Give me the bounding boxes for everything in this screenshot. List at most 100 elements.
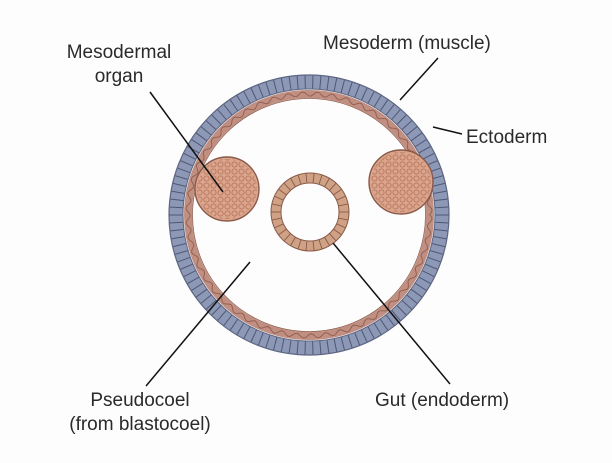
ectoderm-cell-wall — [360, 87, 368, 101]
gut-cell-wall — [278, 228, 287, 236]
ectoderm-cell-wall — [367, 90, 375, 104]
ectoderm-cell-wall — [367, 326, 375, 340]
ectoderm-cell-wall — [272, 336, 278, 351]
label-mesodermal-organ-line2: organ — [94, 66, 144, 87]
mesoderm-layer — [184, 90, 434, 340]
ectoderm-cell-wall — [379, 99, 389, 112]
ectoderm-cell-wall — [250, 87, 258, 101]
ectoderm-cell-wall — [179, 263, 194, 270]
ectoderm-cell-wall — [265, 81, 271, 96]
ectoderm-cell-wall — [319, 75, 322, 90]
ectoderm-cell-wall — [433, 190, 448, 195]
ectoderm-cell-wall — [326, 76, 330, 91]
ectoderm-cell-wall — [373, 322, 382, 336]
leader-lines — [145, 57, 463, 387]
ectoderm-cell-wall — [421, 152, 435, 160]
ectoderm-cell-wall — [414, 138, 428, 148]
ectoderm-cell-wall — [434, 221, 449, 224]
ectoderm-cell-wall — [333, 338, 338, 353]
ectoderm-cell-wall — [216, 309, 227, 322]
gut-cell-wall — [338, 217, 349, 221]
gut-cell-wall — [333, 188, 342, 196]
gut-cell-wall — [312, 240, 315, 251]
ectoderm-cell-wall — [410, 132, 423, 142]
ectoderm-cell-wall — [169, 221, 184, 224]
ectoderm-cell-wall — [434, 206, 449, 209]
ectoderm-cell-wall — [172, 243, 187, 248]
ectoderm-cell-wall — [195, 288, 208, 298]
ectoderm-cell-wall — [205, 119, 217, 131]
ectoderm-cell-wall — [434, 198, 449, 202]
label-mesodermal-organ: Mesodermal organ — [54, 41, 184, 89]
gut-cell-wall — [318, 174, 323, 185]
ectoderm-cell-wall — [288, 76, 292, 91]
leader-line-mesodermal-organ — [149, 91, 224, 193]
label-mesodermal-organ-line1: Mesodermal — [66, 42, 172, 63]
ectoderm-cell-wall — [296, 75, 299, 90]
mesodermal-organ-right — [368, 149, 434, 215]
ectoderm-cell-wall — [169, 206, 184, 209]
ectoderm-cell-wall — [340, 79, 346, 94]
ectoderm-cell-wall — [391, 108, 402, 121]
ectoderm-cell-wall — [186, 276, 200, 285]
gut-cell-wall — [318, 239, 323, 250]
label-mesoderm-muscle: Mesoderm (muscle) — [323, 33, 491, 54]
ectoderm-cell-wall — [410, 288, 423, 298]
ectoderm-cell-wall — [379, 318, 389, 331]
label-pseudocoel-line2: (from blastocoel) — [69, 414, 211, 435]
ectoderm-cell-wall — [205, 299, 217, 311]
ectoderm-cell-wall — [340, 336, 346, 351]
gut-cell-divisions — [271, 173, 349, 251]
ectoderm-cell-wall — [172, 182, 187, 187]
ectoderm-cell-wall — [280, 338, 285, 353]
ectoderm-cell-wall — [169, 228, 184, 232]
ectoderm-cell-wall — [401, 299, 413, 311]
ectoderm-cell-wall — [418, 145, 432, 154]
gut-cell-wall — [271, 217, 282, 221]
label-pseudocoel: Pseudocoel (from blastocoel) — [40, 389, 240, 437]
ectoderm-cell-wall — [421, 270, 435, 278]
ectoderm-cell-wall — [319, 340, 322, 355]
leader-line-ectoderm — [432, 126, 463, 135]
ectoderm-cell-wall — [257, 332, 264, 346]
gut-cell-wall — [297, 239, 302, 250]
ectoderm-outer-edge — [168, 74, 450, 356]
ectoderm-cell-wall — [250, 329, 258, 343]
gut-cell-wall — [305, 173, 308, 184]
gut-cell-wall — [333, 228, 342, 236]
ectoderm-cell-wall — [195, 132, 208, 142]
gut-cell-wall — [283, 233, 291, 242]
gut-cell-wall — [324, 178, 330, 188]
ectoderm-cell-wall — [429, 250, 444, 255]
ectoderm-cell-wall — [391, 309, 402, 322]
ectoderm-cell-wall — [265, 334, 271, 349]
ectoderm-cell-wall — [414, 282, 428, 292]
ectoderm-cell-wall — [431, 243, 446, 248]
gut-cell-wall — [336, 223, 346, 229]
ectoderm-cell-wall — [296, 340, 299, 355]
gut-cell-wall — [290, 236, 296, 246]
ectoderm-cell-divisions — [169, 75, 449, 355]
ectoderm-cell-wall — [211, 114, 222, 125]
ectoderm-cell-wall — [354, 332, 361, 346]
ectoderm-cell-wall — [396, 305, 407, 316]
gut-cell-wall — [278, 188, 287, 196]
ectoderm-cell-wall — [431, 182, 446, 187]
ectoderm-cell-wall — [236, 94, 245, 108]
ectoderm-cell-wall — [280, 77, 285, 92]
ectoderm-cell-wall — [385, 314, 395, 327]
ectoderm-cell-wall — [229, 318, 239, 331]
mesoderm-inner-edge — [192, 98, 426, 332]
gut-cell-wall — [324, 236, 330, 246]
ectoderm-cell-wall — [169, 198, 184, 202]
ectoderm-cell-wall — [179, 160, 194, 167]
ectoderm-cell-wall — [243, 326, 251, 340]
ectoderm-cell-wall — [236, 322, 245, 336]
ectoderm-cell-wall — [229, 99, 239, 112]
leader-line-mesoderm-muscle — [399, 57, 439, 101]
ectoderm-cell-wall — [176, 167, 191, 174]
ectoderm-cell-wall — [427, 256, 442, 263]
ectoderm-cell-wall — [360, 329, 368, 343]
gut-ring — [271, 173, 349, 251]
